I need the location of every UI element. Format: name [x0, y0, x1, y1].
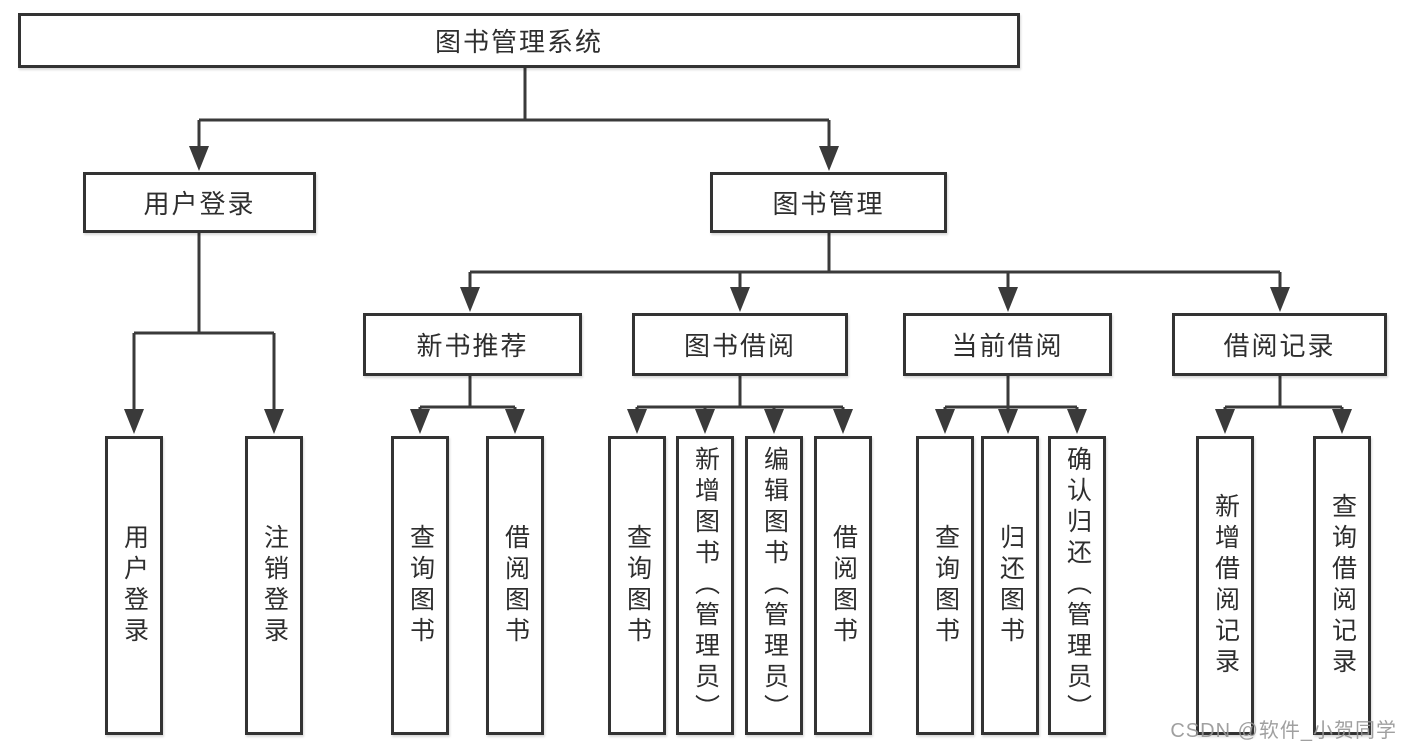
leaf-return-book: 归还图书: [981, 436, 1039, 735]
node-new-book-recommend: 新书推荐: [363, 313, 582, 376]
node-book-management: 图书管理: [710, 172, 947, 233]
arrowheads: [124, 146, 1352, 434]
leaf-query-books-current: 查询图书: [916, 436, 974, 735]
leaf-borrow-books-recommend: 借阅图书: [486, 436, 544, 735]
leaf-query-borrow-record: 查询借阅记录: [1313, 436, 1371, 735]
leaf-query-books-recommend: 查询图书: [391, 436, 449, 735]
leaf-borrow-books-borrowing: 借阅图书: [814, 436, 872, 735]
root-node-library-system: 图书管理系统: [18, 13, 1020, 68]
leaf-edit-book-admin: 编辑图书（管理员）: [745, 436, 803, 735]
leaf-query-books-borrowing: 查询图书: [608, 436, 666, 735]
csdn-watermark: CSDN @软件_小贺同学: [1170, 720, 1397, 742]
node-user-login: 用户登录: [83, 172, 316, 233]
node-book-borrowing: 图书借阅: [632, 313, 848, 376]
leaf-confirm-return-admin: 确认归还（管理员）: [1048, 436, 1106, 735]
node-current-borrowing: 当前借阅: [903, 313, 1112, 376]
leaf-user-login: 用户登录: [105, 436, 163, 735]
node-borrow-records: 借阅记录: [1172, 313, 1387, 376]
leaf-logout: 注销登录: [245, 436, 303, 735]
leaf-add-book-admin: 新增图书（管理员）: [676, 436, 734, 735]
leaf-add-borrow-record: 新增借阅记录: [1196, 436, 1254, 735]
